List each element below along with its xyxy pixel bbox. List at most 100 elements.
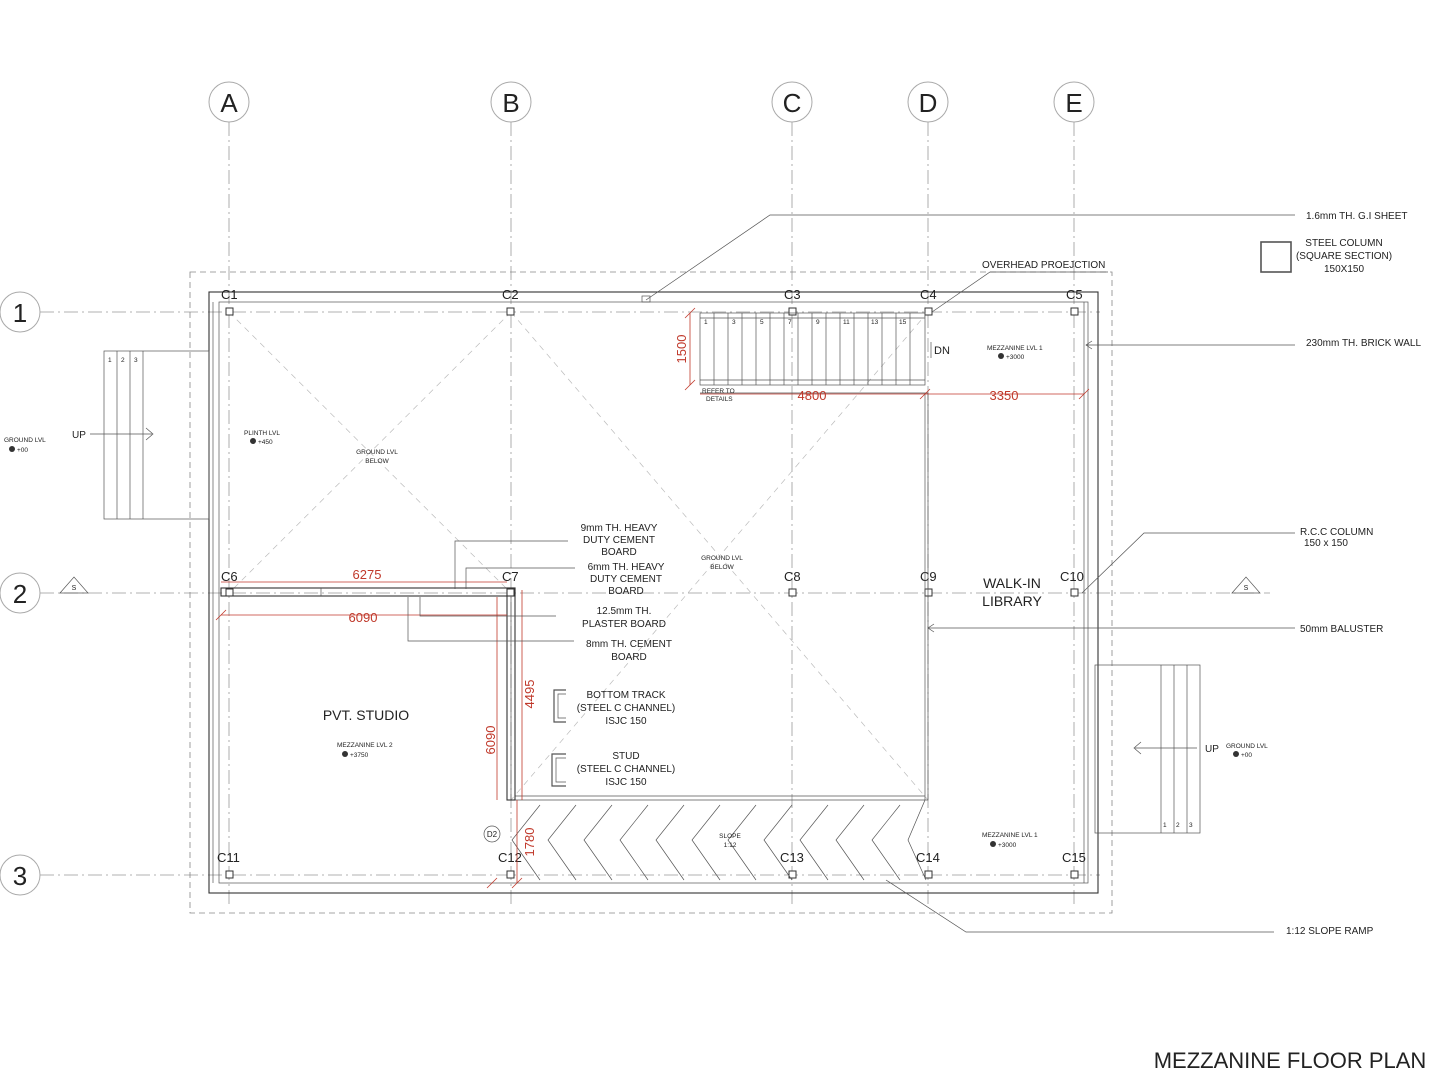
svg-text:2: 2	[121, 357, 125, 364]
svg-text:(STEEL C CHANNEL): (STEEL C CHANNEL)	[577, 764, 676, 775]
svg-text:BOARD: BOARD	[611, 652, 647, 663]
grid-bubble-d: D	[907, 81, 949, 123]
note-ground-below-center: GROUND LVL BELOW	[701, 555, 743, 571]
svg-text:8mm TH. CEMENT: 8mm TH. CEMENT	[586, 639, 672, 650]
grid-bubble-2: 2	[0, 572, 41, 614]
svg-text:+00: +00	[1241, 752, 1252, 759]
svg-text:BELOW: BELOW	[710, 564, 734, 571]
svg-text:BELOW: BELOW	[365, 458, 389, 465]
note-ground-below-left: GROUND LVL BELOW	[356, 449, 398, 465]
drawing-title: MEZZANINE FLOOR PLAN	[1154, 1048, 1427, 1073]
grid-bubble-a: A	[208, 81, 250, 123]
level-ground-left: GROUND LVL +00	[4, 437, 46, 454]
svg-text:MEZZANINE LVL 1: MEZZANINE LVL 1	[982, 832, 1038, 839]
svg-text:1780: 1780	[522, 828, 537, 857]
svg-text:GROUND LVL: GROUND LVL	[1226, 743, 1268, 750]
svg-text:1.6mm TH. G.I SHEET: 1.6mm TH. G.I SHEET	[1306, 211, 1408, 222]
entry-steps-left: 1 2 3 UP	[72, 350, 210, 520]
callout-bottom-track: BOTTOM TRACK (STEEL C CHANNEL) ISJC 150	[553, 689, 676, 727]
svg-text:GROUND LVL: GROUND LVL	[4, 437, 46, 444]
svg-text:STUD: STUD	[612, 751, 639, 762]
level-mezzanine-1-bottom: MEZZANINE LVL 1 +3000	[982, 832, 1038, 849]
svg-text:1: 1	[108, 357, 112, 364]
dimension-stair-length: 4800	[700, 388, 925, 403]
level-plinth: PLINTH LVL +450	[244, 430, 280, 446]
dimension-landing: 3350	[919, 388, 1090, 403]
svg-text:ISJC 150: ISJC 150	[605, 777, 647, 788]
svg-text:C6: C6	[221, 569, 238, 584]
svg-text:D2: D2	[487, 830, 498, 839]
svg-text:C13: C13	[780, 850, 804, 865]
svg-text:DN: DN	[934, 345, 950, 357]
svg-text:1: 1	[1163, 822, 1167, 829]
svg-text:E: E	[1065, 88, 1082, 118]
grid-bubble-1: 1	[0, 291, 41, 333]
svg-text:PLASTER BOARD: PLASTER BOARD	[582, 619, 666, 630]
outer-walls	[208, 291, 1099, 894]
svg-text:150 x 150: 150 x 150	[1304, 538, 1348, 549]
svg-text:C8: C8	[784, 569, 801, 584]
svg-text:1500: 1500	[674, 335, 689, 364]
callout-brick-wall: 230mm TH. BRICK WALL	[1085, 338, 1421, 350]
dimension-partition-height-outer: 6090	[483, 597, 498, 800]
callout-plaster-board: 12.5mm TH. PLASTER BOARD	[419, 597, 666, 630]
svg-text:9mm TH. HEAVY: 9mm TH. HEAVY	[581, 523, 658, 534]
overhead-projection-outline	[189, 271, 1113, 914]
svg-text:15: 15	[899, 319, 907, 326]
room-label-studio: PVT. STUDIO	[323, 707, 409, 723]
svg-text:C2: C2	[502, 287, 519, 302]
svg-text:BOTTOM TRACK: BOTTOM TRACK	[586, 690, 665, 701]
svg-text:UP: UP	[1205, 744, 1219, 755]
svg-text:6mm TH. HEAVY: 6mm TH. HEAVY	[588, 562, 665, 573]
svg-text:1:12 SLOPE RAMP: 1:12 SLOPE RAMP	[1286, 926, 1374, 937]
svg-text:R.C.C COLUMN: R.C.C COLUMN	[1300, 527, 1373, 538]
grid-bubble-3: 3	[0, 854, 41, 896]
svg-text:(SQUARE SECTION): (SQUARE SECTION)	[1296, 251, 1392, 262]
room-label-library-1: WALK-IN	[983, 575, 1041, 591]
svg-text:C1: C1	[221, 287, 238, 302]
svg-text:MEZZANINE LVL 1: MEZZANINE LVL 1	[987, 345, 1043, 352]
callout-overhead-projection: OVERHEAD PROEJCTION	[931, 260, 1108, 313]
svg-text:C15: C15	[1062, 850, 1086, 865]
svg-text:3: 3	[1189, 822, 1193, 829]
svg-text:+3000: +3000	[998, 842, 1017, 849]
svg-text:C10: C10	[1060, 569, 1084, 584]
section-marker-left: S	[59, 576, 89, 594]
svg-text:C14: C14	[916, 850, 940, 865]
svg-text:3: 3	[13, 861, 27, 891]
callout-ramp: 1:12 SLOPE RAMP	[885, 879, 1374, 937]
svg-text:4495: 4495	[522, 680, 537, 709]
svg-text:2: 2	[13, 579, 27, 609]
svg-text:C4: C4	[920, 287, 937, 302]
svg-text:ISJC 150: ISJC 150	[605, 716, 647, 727]
svg-text:C3: C3	[784, 287, 801, 302]
open-to-below-diagonals	[228, 311, 929, 801]
svg-text:STEEL COLUMN: STEEL COLUMN	[1305, 238, 1382, 249]
staircase: 1 3 5 7 9 11 13 15 REFER TO DETAILS DN	[699, 312, 950, 403]
svg-text:3: 3	[134, 357, 138, 364]
svg-text:UP: UP	[72, 430, 86, 441]
svg-text:PLINTH LVL: PLINTH LVL	[244, 430, 280, 437]
grid-bubble-c: C	[771, 81, 813, 123]
entry-steps-right: 1 2 3 UP	[1094, 664, 1219, 834]
svg-text:9: 9	[816, 319, 820, 326]
svg-text:GROUND LVL: GROUND LVL	[356, 449, 398, 456]
dimension-partition-bottom: 6090	[215, 609, 507, 625]
svg-text:3350: 3350	[990, 388, 1019, 403]
studio-partition-wall	[220, 587, 516, 801]
grid-lines	[40, 122, 1270, 905]
callout-steel-column: STEEL COLUMN (SQUARE SECTION) 150X150	[1260, 238, 1392, 275]
svg-text:(STEEL C CHANNEL): (STEEL C CHANNEL)	[577, 703, 676, 714]
svg-text:+00: +00	[17, 447, 28, 454]
svg-text:BOARD: BOARD	[601, 547, 637, 558]
svg-text:6090: 6090	[483, 726, 498, 755]
svg-text:S: S	[1244, 585, 1249, 592]
dimension-partition-height-inner: 4495	[521, 590, 537, 800]
svg-text:+450: +450	[258, 439, 273, 446]
svg-text:12.5mm TH.: 12.5mm TH.	[597, 606, 652, 617]
svg-text:S: S	[72, 585, 77, 592]
svg-text:DUTY CEMENT: DUTY CEMENT	[590, 574, 662, 585]
svg-text:C11: C11	[217, 850, 240, 865]
svg-text:1: 1	[13, 298, 27, 328]
